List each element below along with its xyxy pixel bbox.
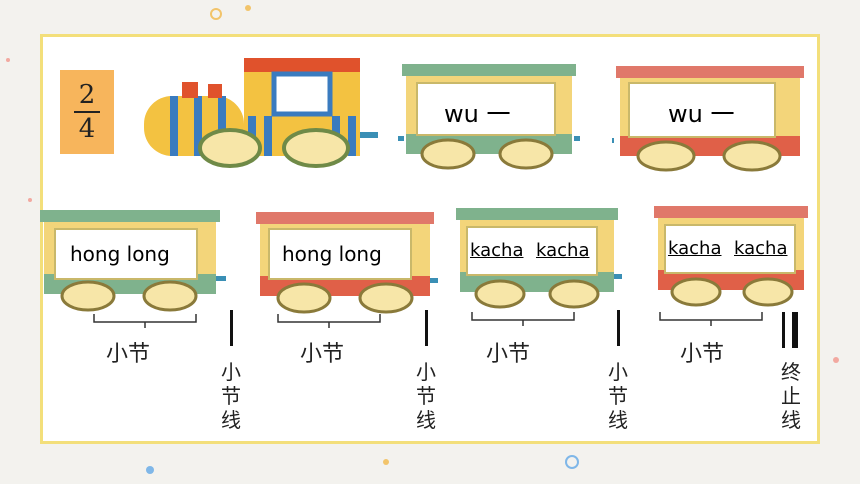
measure-brace [277, 314, 381, 328]
barline [230, 310, 233, 346]
measure-brace [471, 312, 575, 326]
car-label: hong long [70, 242, 170, 266]
barline-label: 小 节 线 [416, 360, 436, 432]
car-window [628, 82, 776, 138]
barline-label: 小 节 线 [221, 360, 241, 432]
car-label-beat-2: kacha [734, 238, 788, 259]
car-label: wu 一 [668, 100, 735, 128]
car-label-beat-2: kacha [536, 240, 590, 261]
barline-label: 小 节 线 [608, 360, 628, 432]
fraction-bar [74, 111, 100, 113]
final-barline-label: 终 止 线 [781, 360, 801, 432]
final-barline-thin [782, 312, 785, 348]
measure-label: 小节 [106, 342, 151, 367]
barline [617, 310, 620, 346]
car-label: wu 一 [444, 100, 511, 128]
car-window [416, 82, 556, 136]
measure-label: 小节 [486, 342, 531, 367]
time-signature-numerator: 2 [78, 80, 96, 110]
measure-brace [93, 314, 197, 328]
time-signature: 2 4 [60, 70, 114, 154]
measure-label: 小节 [300, 342, 345, 367]
car-label-beat-1: kacha [470, 240, 524, 261]
time-signature-denominator: 4 [78, 114, 96, 144]
measure-label: 小节 [680, 342, 725, 367]
final-barline-thick [792, 312, 798, 348]
locomotive-image [144, 58, 378, 168]
car-window [664, 224, 796, 274]
car-label: hong long [282, 242, 382, 266]
car-window [54, 228, 198, 280]
car-window [268, 228, 412, 280]
car-label-beat-1: kacha [668, 238, 722, 259]
barline [425, 310, 428, 346]
measure-brace [659, 312, 763, 326]
car-window [466, 226, 598, 276]
